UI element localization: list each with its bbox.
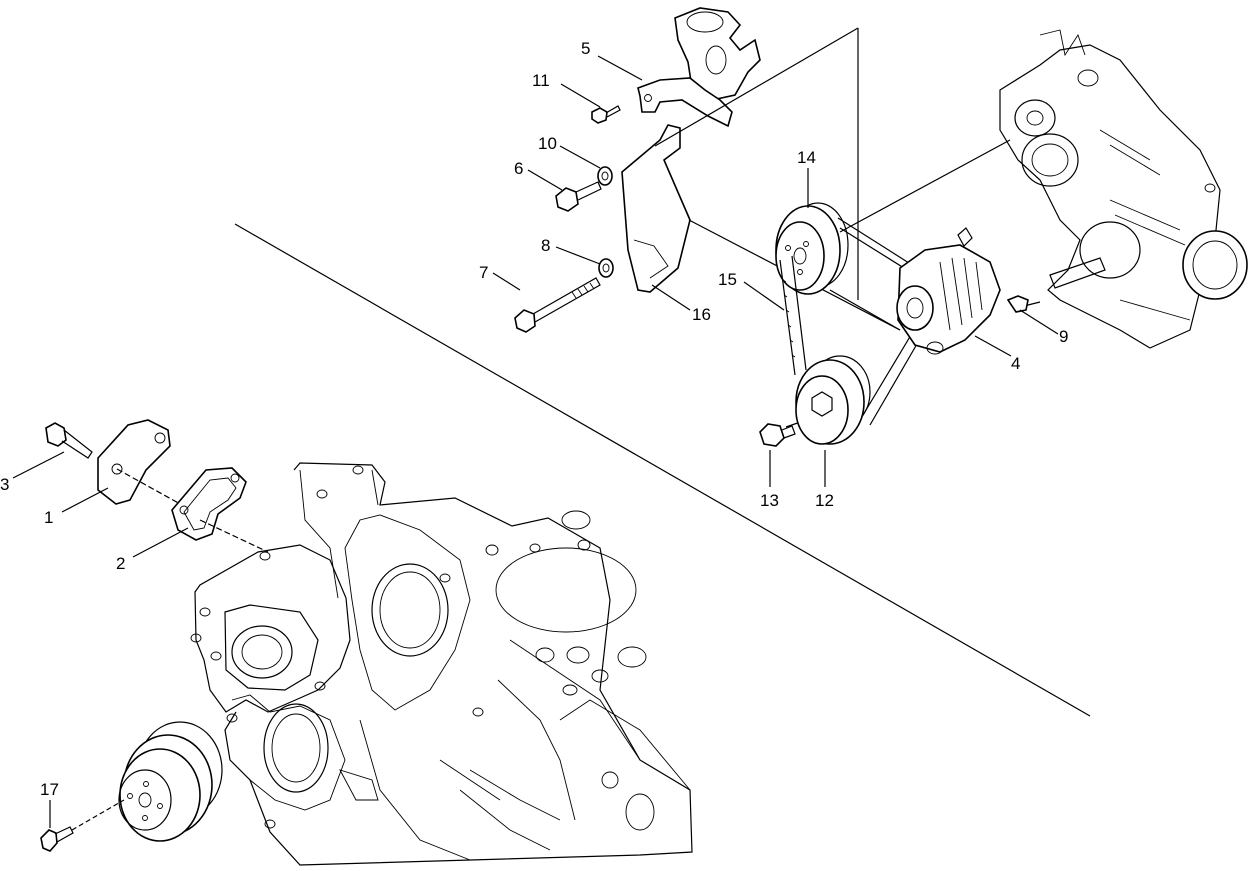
engine-upper-right (999, 29, 1248, 349)
alternator-4 (896, 227, 1001, 355)
water-outlet (674, 7, 761, 101)
callout-11: 11 (532, 71, 550, 90)
bolt-17 (40, 799, 125, 852)
callout-4: 4 (1011, 354, 1020, 373)
callout-2: 2 (116, 554, 125, 573)
water-pump-pulley-14 (775, 202, 849, 295)
callout-1: 1 (44, 508, 53, 527)
callout-17: 17 (40, 780, 59, 799)
washer-8 (598, 258, 614, 278)
callout-5: 5 (581, 39, 590, 58)
crankshaft-pulley-12 (795, 355, 871, 445)
callout-3: 3 (0, 475, 9, 494)
callout-9: 9 (1059, 327, 1068, 346)
bracket-5 (637, 77, 733, 128)
v-belt-15 (779, 217, 929, 426)
gasket-2 (171, 467, 247, 541)
bolt-13 (759, 423, 796, 447)
lower-water-pump-pulley (118, 721, 223, 842)
leader-lines (12, 55, 1059, 828)
callout-15: 15 (718, 270, 737, 289)
callout-7: 7 (479, 263, 488, 282)
callout-14: 14 (797, 148, 816, 167)
bolt-7 (514, 277, 601, 333)
callout-10: 10 (538, 134, 557, 153)
bolt-3 (45, 422, 93, 459)
washer-10 (597, 166, 613, 186)
callout-16: 16 (692, 305, 711, 324)
assembly-centerline-1 (116, 468, 183, 506)
adjusting-plate-16 (621, 124, 691, 293)
callouts: 3 1 2 5 11 10 6 8 7 16 14 15 4 9 12 13 1… (0, 39, 1068, 799)
bolt-9 (1006, 295, 1029, 313)
callout-8: 8 (541, 236, 550, 255)
engine-block (190, 462, 693, 866)
callout-13: 13 (760, 491, 779, 510)
callout-12: 12 (815, 491, 834, 510)
callout-6: 6 (514, 159, 523, 178)
bolt-11 (591, 105, 621, 124)
bolt-6 (555, 181, 602, 212)
cover-1 (97, 419, 171, 505)
assembly-centerline-2 (199, 519, 269, 553)
section-divider-line (234, 223, 1091, 717)
